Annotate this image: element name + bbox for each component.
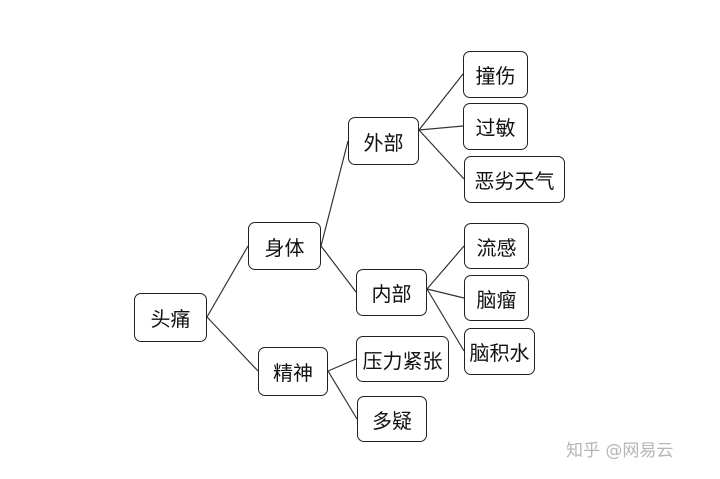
node-external: 外部 [348, 117, 419, 165]
node-internal: 内部 [356, 269, 427, 316]
node-body: 身体 [248, 222, 321, 270]
edge-body-internal [320, 245, 357, 293]
edge-body-external [320, 140, 349, 247]
edge-internal-hydrocephalus [426, 288, 465, 352]
node-bad-weather: 恶劣天气 [464, 156, 565, 203]
edge-root-body [206, 245, 249, 318]
node-stress: 压力紧张 [356, 336, 449, 382]
edge-internal-tumor [426, 288, 465, 299]
node-hydrocephalus: 脑积水 [464, 328, 535, 375]
node-headache: 头痛 [134, 293, 207, 342]
node-injury: 撞伤 [463, 51, 528, 98]
node-suspicion: 多疑 [357, 396, 427, 442]
edge-mind-suspicion [327, 370, 358, 420]
edge-external-allergy [418, 125, 464, 131]
edge-internal-flu [426, 245, 465, 290]
node-allergy: 过敏 [463, 103, 528, 150]
edge-root-mind [206, 316, 259, 372]
edge-mind-stress [327, 358, 357, 372]
watermark: 知乎 @网易云 [566, 441, 674, 461]
node-mind: 精神 [258, 347, 328, 396]
edge-external-injury [418, 73, 464, 131]
edge-external-weather [418, 129, 465, 180]
node-flu: 流感 [464, 223, 529, 269]
node-brain-tumor: 脑瘤 [464, 275, 529, 321]
